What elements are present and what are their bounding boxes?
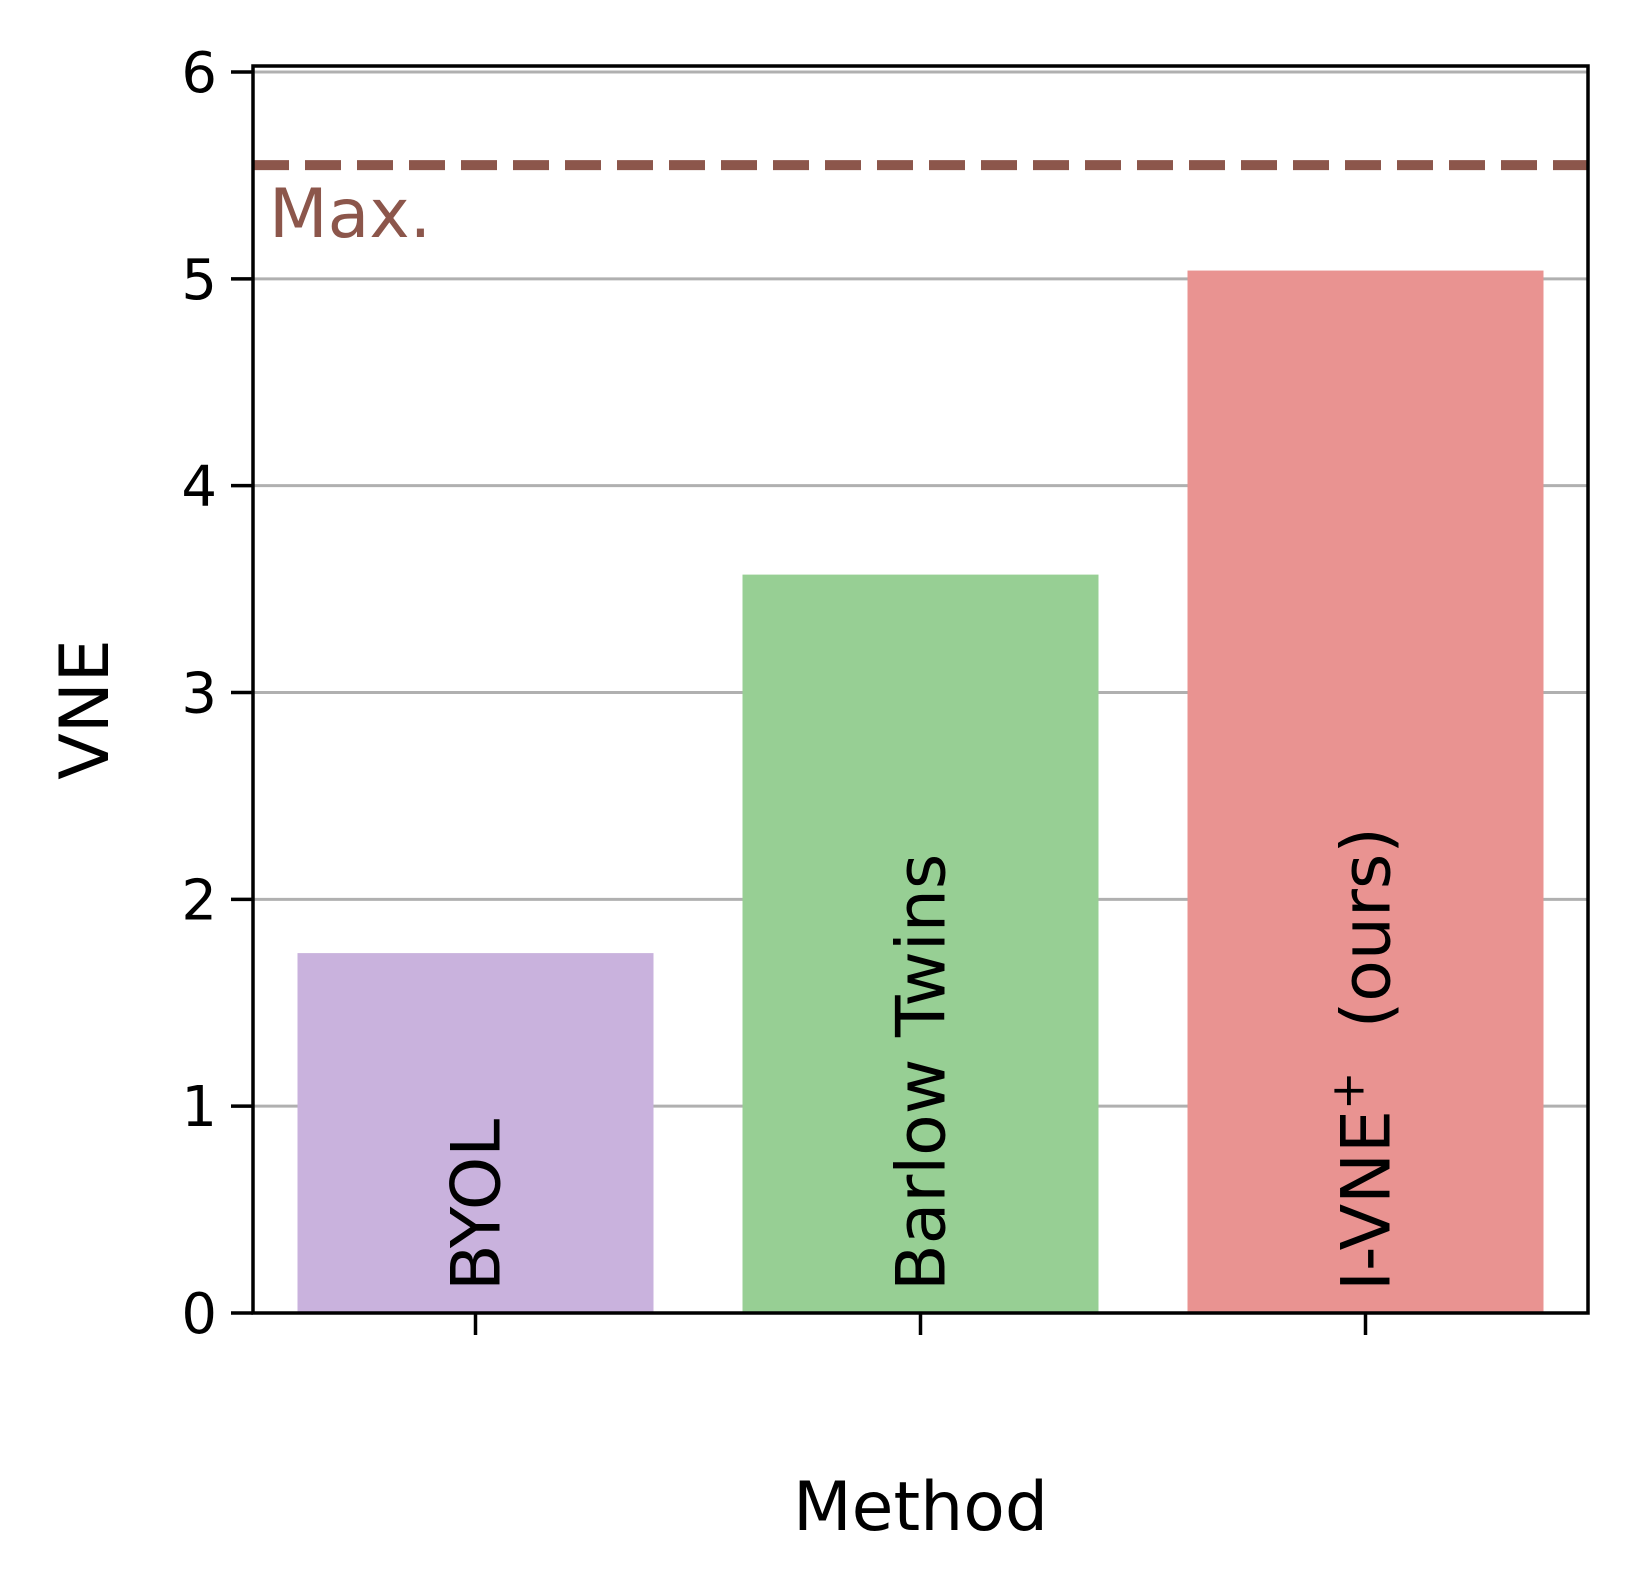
bar-label-text-i-vne: I-VNE: [1328, 1110, 1407, 1291]
y-axis-ticks: 0 1 2 3 4 5 6: [181, 41, 253, 1347]
bar-label-suffix-i-vne: (ours): [1328, 827, 1407, 1071]
y-tick-label-0: 0: [181, 1282, 217, 1347]
y-tick-label-5: 5: [181, 248, 217, 313]
y-tick-label-6: 6: [181, 41, 217, 106]
y-axis-label: VNE: [46, 639, 125, 779]
bars: [297, 270, 1544, 1313]
y-tick-label-1: 1: [181, 1075, 217, 1140]
reference-line-group: Max.: [253, 160, 1588, 254]
x-axis-label: Method: [793, 1468, 1048, 1547]
bar-byol: [297, 953, 654, 1313]
bar-label-superscript-i-vne: +: [1321, 1071, 1375, 1110]
bar-label-barlow-twins: Barlow Twins: [883, 854, 962, 1291]
bar-label-i-vne: I-VNE+ (ours): [1321, 827, 1407, 1291]
bar-label-text-byol: BYOL: [438, 1119, 517, 1291]
x-axis-ticks: [473, 1313, 1368, 1335]
y-tick-label-2: 2: [181, 868, 217, 933]
bar-barlow-twins: [742, 574, 1099, 1313]
max-reference-label: Max.: [269, 175, 431, 254]
bar-label-text-barlow-twins: Barlow Twins: [883, 854, 962, 1291]
bar-i-vne: [1187, 270, 1544, 1313]
y-tick-label-4: 4: [181, 455, 217, 520]
y-tick-label-3: 3: [181, 662, 217, 727]
bar-label-byol: BYOL: [438, 1119, 517, 1291]
